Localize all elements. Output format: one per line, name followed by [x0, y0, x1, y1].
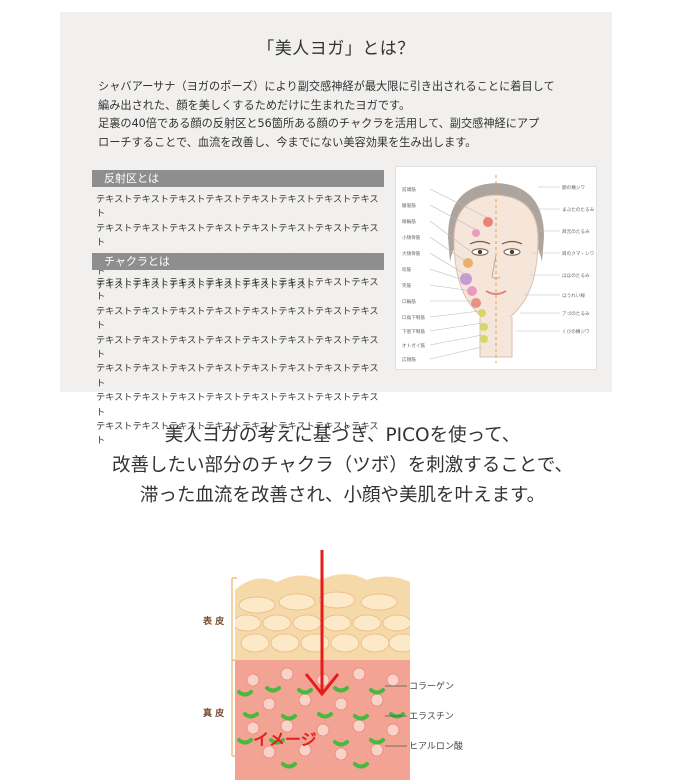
face-label-left: 広頸筋 [402, 356, 416, 363]
section-body-chakra: テキストテキストテキストテキストテキストテキストテキストテキスト テキストテキス… [96, 276, 380, 449]
legend-hyaluronic: ヒアルロン酸 [409, 741, 463, 752]
face-label-right: 目元のたるみ [562, 229, 590, 235]
lead-text: 美人ヨガの考えに基づき、PICOを使って、 改善したい部分のチャクラ（ツボ）を刺… [0, 421, 685, 511]
face-label-left: 前頭筋 [402, 186, 416, 193]
face-label-left: 笑筋 [402, 282, 412, 289]
section-header-chakra: チャクラとは [92, 253, 384, 270]
body-line: テキストテキストテキストテキストテキストテキストテキストテキスト [96, 334, 379, 361]
body-line: テキストテキストテキストテキストテキストテキストテキストテキスト [96, 194, 379, 220]
face-label-left: 咬筋 [402, 266, 412, 273]
panel-title: 「美人ヨガ」とは？ [257, 39, 415, 59]
body-line: テキストテキストテキストテキストテキストテキストテキストテキスト [96, 363, 379, 389]
skin-layer-illustration: 表 皮 真 皮 [202, 550, 463, 780]
intro-line: 編み出された、顔を美しくするためだけに生まれたヨガです。 [98, 98, 411, 112]
label-epidermis: 表 皮 [202, 615, 225, 627]
intro-text: シャバアーサナ（ヨガのポーズ）により副交感神経が最大限に引き出されることに着目し… [98, 78, 578, 152]
body-line: テキストテキストテキストテキストテキストテキストテキストテキスト [96, 305, 379, 332]
body-line: テキストテキストテキストテキストテキストテキスト [96, 280, 315, 292]
body-line: テキストテキストテキストテキストテキストテキストテキストテキスト [96, 277, 379, 303]
face-label-left: 口角下制筋 [402, 314, 425, 321]
image-note: イメージ [253, 730, 317, 749]
face-label-right: ほうれい線 [562, 292, 585, 299]
face-label-right: ほほのたるみ [562, 273, 590, 279]
face-label-left: 大頬骨筋 [402, 250, 421, 257]
legend-collagen: コラーゲン [409, 680, 454, 692]
intro-line: ローチすることで、血流を改善し、今までにない美容効果を生み出します。 [98, 135, 477, 149]
face-label-left: 小頬骨筋 [402, 234, 421, 241]
face-label-right: まぶたのたるみ [562, 207, 595, 213]
face-label-left: オトガイ筋 [402, 342, 425, 349]
face-label-right: 額の横ジワ [562, 184, 585, 191]
intro-line: シャバアーサナ（ヨガのポーズ）により副交感神経が最大限に引き出されることに着目し… [98, 80, 555, 93]
skin-diagram: 表 皮 真 皮 [195, 550, 485, 784]
face-label-left: 眼輪筋 [402, 218, 416, 225]
face-label-right: アゴのたるみ [562, 310, 590, 317]
body-line: テキストテキストテキストテキストテキストテキストテキストテキスト [96, 392, 379, 418]
lead-line: 美人ヨガの考えに基づき、PICOを使って、 [164, 425, 521, 446]
about-panel: 「美人ヨガ」とは？ シャバアーサナ（ヨガのポーズ）により副交感神経が最大限に引き… [60, 12, 612, 446]
face-label-right: くびの横ジワ [562, 328, 590, 335]
body-line: テキストテキストテキストテキストテキストテキストテキストテキスト [96, 421, 379, 447]
lead-line: 滞った血流を改善され、小顔や美肌を叶えます。 [139, 485, 546, 506]
legend-elastin: エラスチン [409, 711, 454, 722]
lead-line: 改善したい部分のチャクラ（ツボ）を刺激することで、 [111, 455, 574, 476]
section-header-reflex: 反射区とは [92, 170, 384, 187]
intro-line: 足裏の40倍である顔の反射区と56箇所ある顔のチャクラを活用して、副交感神経にア… [98, 117, 540, 131]
face-label-right: 目のクマ・シワ [562, 251, 595, 257]
face-label-left: 皺眉筋 [402, 202, 416, 209]
label-dermis: 真 皮 [203, 707, 225, 719]
face-label-left: 口輪筋 [402, 298, 416, 305]
body-line: テキストテキストテキストテキストテキストテキストテキストテキスト [96, 222, 379, 249]
face-label-left: 下唇下制筋 [402, 328, 425, 335]
face-chart-illustration: 前頭筋 皺眉筋 眼輪筋 小頬骨筋 大頬骨筋 咬筋 笑筋 口輪筋 口角下制筋 下唇… [395, 166, 597, 370]
face-chart-icon: 前頭筋 皺眉筋 眼輪筋 小頬骨筋 大頬骨筋 咬筋 笑筋 口輪筋 口角下制筋 下唇… [402, 175, 595, 363]
